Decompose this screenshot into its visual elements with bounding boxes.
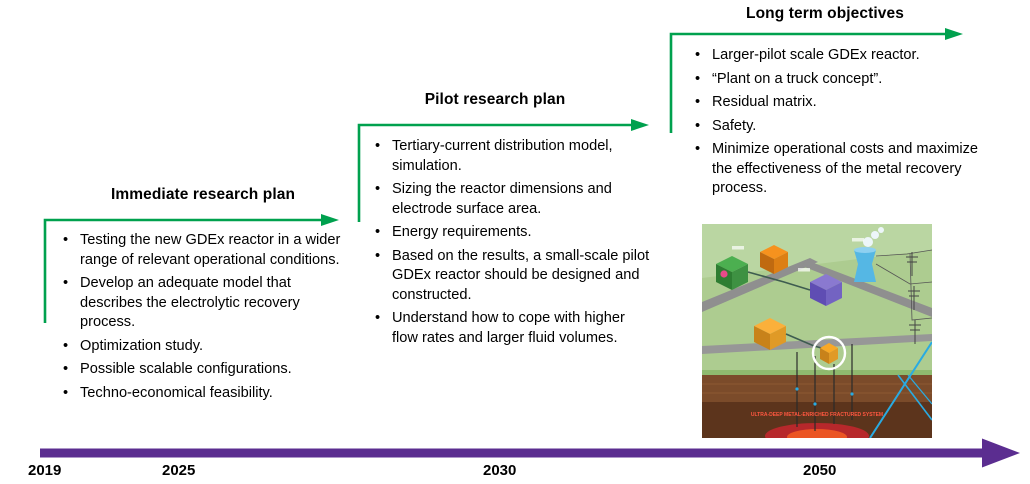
bullet-item: Residual matrix. (688, 93, 990, 113)
section-title-immediate: Immediate research plan (110, 186, 296, 203)
fluid-line (897, 374, 932, 421)
green-bracket-line (357, 123, 631, 222)
fluid-droplet (795, 387, 799, 391)
green-arrowhead-icon (631, 119, 649, 131)
pylon-icon (908, 286, 920, 310)
label-tag (732, 246, 744, 250)
fluid-droplet (850, 392, 854, 396)
grass-edge (702, 370, 932, 375)
bullet-item: Optimization study. (56, 337, 350, 357)
green-arrow-longterm (669, 28, 963, 133)
violet-plant-building (810, 274, 842, 306)
bullet-item: Understand how to cope with higher flow … (368, 309, 654, 348)
yellow-plant-building (754, 318, 786, 350)
green-arrow-immediate (43, 214, 339, 323)
bullet-item: Based on the results, a small-scale pilo… (368, 247, 654, 306)
bullet-item: Possible scalable configurations. (56, 360, 350, 380)
year-label-2050: 2050 (803, 462, 837, 479)
bullet-item: Sizing the reactor dimensions and electr… (368, 180, 654, 219)
fluid-droplet (813, 402, 817, 406)
bullet-item: Larger-pilot scale GDEx reactor. (688, 46, 990, 66)
pylon-icon (909, 320, 921, 344)
green-arrowhead-icon (321, 214, 339, 226)
bullet-list-pilot: Tertiary-current distribution model, sim… (368, 137, 654, 352)
bullet-item: Testing the new GDEx reactor in a wider … (56, 231, 350, 270)
green-bracket-line (669, 32, 945, 133)
cooling-tower (854, 227, 884, 282)
green-arrowhead-icon (945, 28, 963, 40)
section-title-longterm: Long term objectives (746, 5, 904, 22)
bullet-item: Safety. (688, 117, 990, 137)
bullet-item: “Plant on a truck concept”. (688, 70, 990, 90)
label-tag (852, 238, 864, 242)
bullet-list-longterm: Larger-pilot scale GDEx reactor. “Plant … (688, 46, 990, 203)
road (802, 260, 932, 317)
timeline-arrowhead-icon (982, 438, 1020, 468)
soil-upper-layer (702, 375, 932, 402)
bullet-item: Minimize operational costs and maximize … (688, 140, 990, 199)
fluid-line (907, 374, 932, 405)
plant-site-illustration: ULTRA-DEEP METAL-ENRICHED FRACTURED SYST… (702, 224, 932, 438)
bullet-list-immediate: Testing the new GDEx reactor in a wider … (56, 231, 350, 407)
bullet-item: Develop an adequate model that describes… (56, 274, 350, 333)
section-title-pilot: Pilot research plan (424, 91, 566, 108)
timeline-arrow (40, 438, 1020, 468)
green-bracket-line (43, 218, 321, 323)
year-label-2019: 2019 (28, 462, 62, 479)
bullet-item: Techno-economical feasibility. (56, 384, 350, 404)
power-line (875, 263, 932, 285)
pipe (747, 271, 811, 291)
bullet-item: Tertiary-current distribution model, sim… (368, 137, 654, 176)
road (702, 258, 818, 312)
year-label-2025: 2025 (162, 462, 196, 479)
illustration-caption: ULTRA-DEEP METAL-ENRICHED FRACTURED SYST… (751, 412, 883, 418)
bullet-item: Energy requirements. (368, 223, 654, 243)
power-line (875, 249, 932, 257)
year-label-2030: 2030 (483, 462, 517, 479)
fluid-line (869, 341, 932, 438)
green-plant-building (716, 256, 748, 290)
gdex-unit-highlight (811, 335, 847, 371)
orange-plant-building (760, 245, 788, 274)
power-line (909, 253, 932, 321)
green-arrow-pilot (357, 119, 649, 222)
pylon-icon (906, 252, 918, 276)
label-tag (798, 268, 810, 272)
hot-zone-core (787, 429, 847, 438)
timeline-shaft (40, 448, 982, 458)
